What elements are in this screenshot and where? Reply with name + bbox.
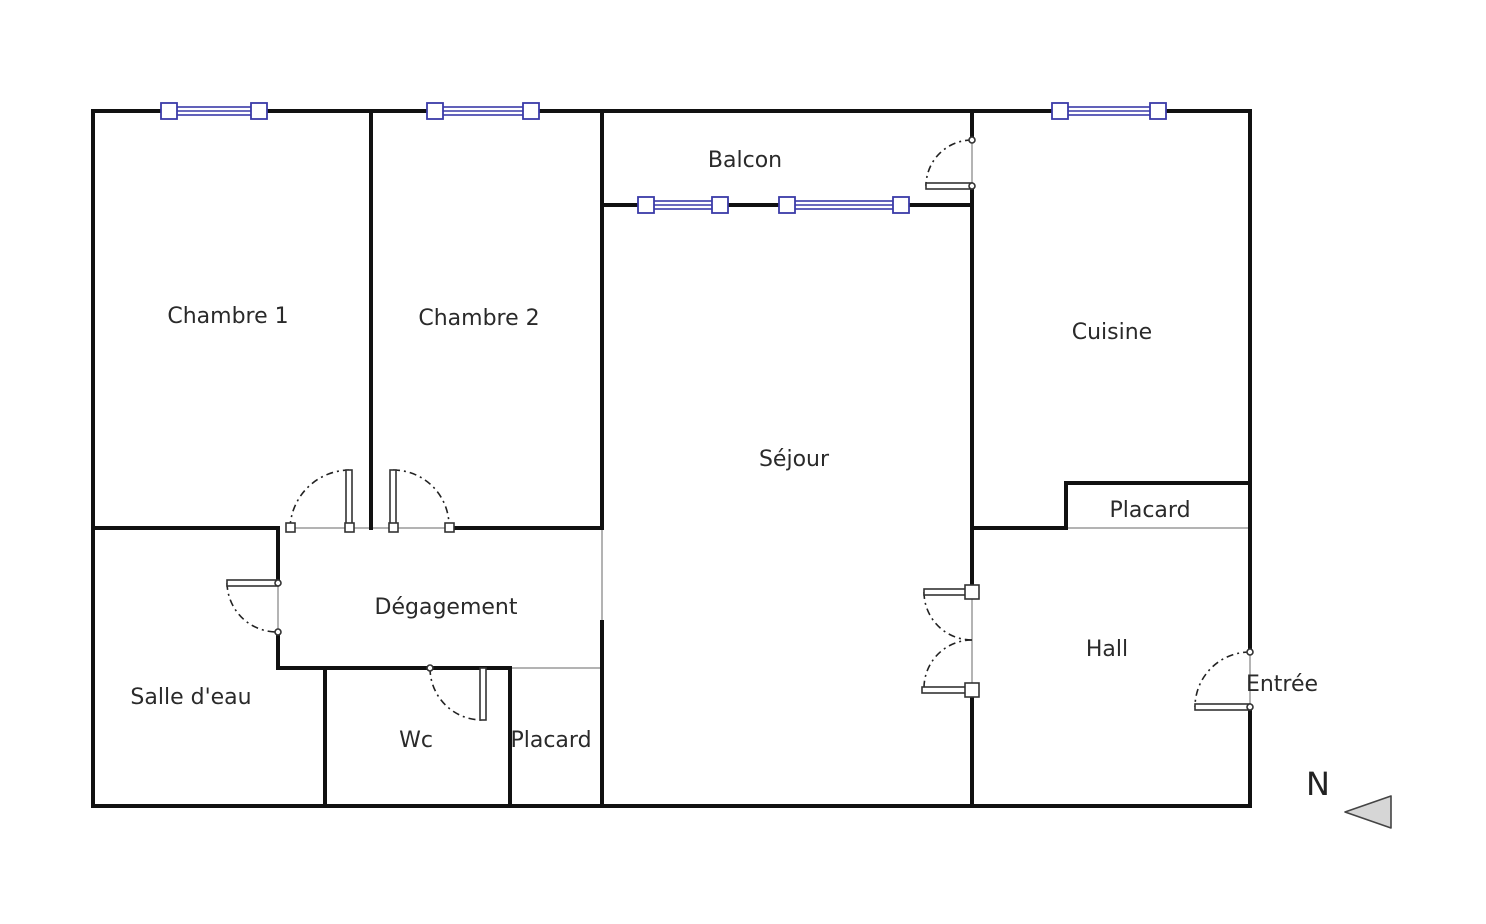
window-sejour-balcon xyxy=(637,196,910,214)
door-salle-deau xyxy=(226,579,282,636)
door-wc xyxy=(426,664,487,721)
room-label-wc: Wc xyxy=(399,728,433,753)
window-chambre1 xyxy=(160,102,268,120)
room-label-sejour: Séjour xyxy=(759,447,830,472)
room-label-entree: Entrée xyxy=(1246,672,1318,697)
compass: N xyxy=(1306,765,1392,829)
door-chambre2 xyxy=(388,469,455,533)
door-balcon xyxy=(925,136,976,190)
door-chambre1 xyxy=(285,469,355,533)
door-sejour-hall xyxy=(921,584,980,698)
room-label-placard-cuisine: Placard xyxy=(1109,498,1190,523)
room-label-balcon: Balcon xyxy=(708,148,782,173)
walls xyxy=(91,109,1252,808)
window-chambre2 xyxy=(426,102,540,120)
room-label-salle-deau: Salle d'eau xyxy=(130,685,251,710)
door-entree xyxy=(1194,648,1254,711)
room-label-placard-wc: Placard xyxy=(510,728,591,753)
room-label-hall: Hall xyxy=(1086,637,1128,662)
room-label-cuisine: Cuisine xyxy=(1072,320,1152,345)
room-label-chambre2: Chambre 2 xyxy=(418,306,539,331)
north-label: N xyxy=(1306,765,1330,803)
room-label-degagement: Dégagement xyxy=(375,595,518,620)
partitions xyxy=(277,140,1251,707)
window-cuisine xyxy=(1051,102,1167,120)
room-label-chambre1: Chambre 1 xyxy=(167,304,288,329)
north-arrow-icon xyxy=(1344,795,1392,829)
